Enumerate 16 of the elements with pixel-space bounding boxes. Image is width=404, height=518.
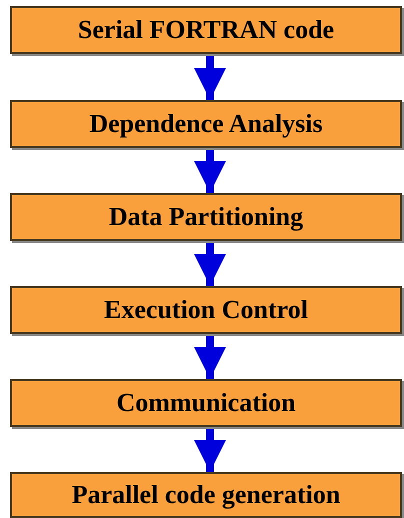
step-label: Communication bbox=[116, 386, 296, 419]
process-box bbox=[10, 100, 402, 148]
arrow bbox=[194, 54, 226, 100]
step-label: Serial FORTRAN code bbox=[78, 14, 334, 46]
arrow bbox=[194, 241, 226, 286]
process-box bbox=[10, 6, 402, 54]
arrow bbox=[194, 148, 226, 193]
step-label: Dependence Analysis bbox=[89, 108, 323, 140]
process-box bbox=[10, 472, 402, 518]
process-box bbox=[10, 286, 402, 334]
step-label: Data Partitioning bbox=[108, 200, 304, 233]
process-box bbox=[10, 379, 402, 427]
arrow bbox=[194, 427, 226, 472]
step-label: Parallel code generation bbox=[72, 478, 340, 511]
step-label: Execution Control bbox=[104, 294, 308, 326]
process-box bbox=[10, 193, 402, 241]
